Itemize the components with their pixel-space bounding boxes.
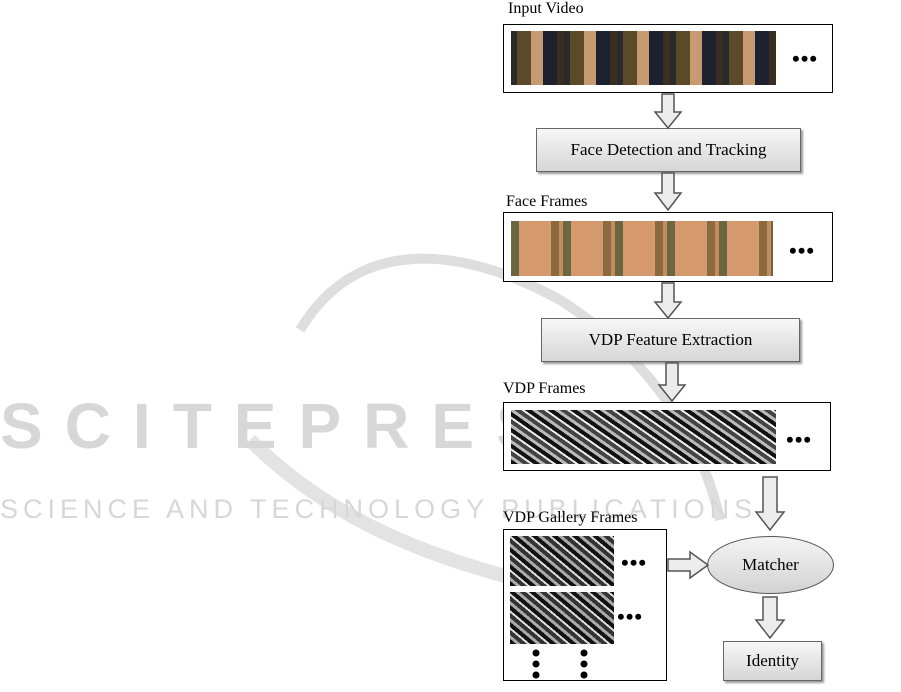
arrow-extraction-to-vdp — [659, 363, 685, 401]
arrow-vdp-to-matcher — [756, 477, 784, 530]
arrow-faces-to-extraction — [655, 283, 681, 318]
arrow-matcher-to-identity — [756, 597, 784, 638]
arrow-video-to-detection — [655, 94, 681, 128]
arrow-detection-to-faces — [655, 173, 681, 210]
arrow-gallery-to-matcher — [668, 552, 708, 578]
